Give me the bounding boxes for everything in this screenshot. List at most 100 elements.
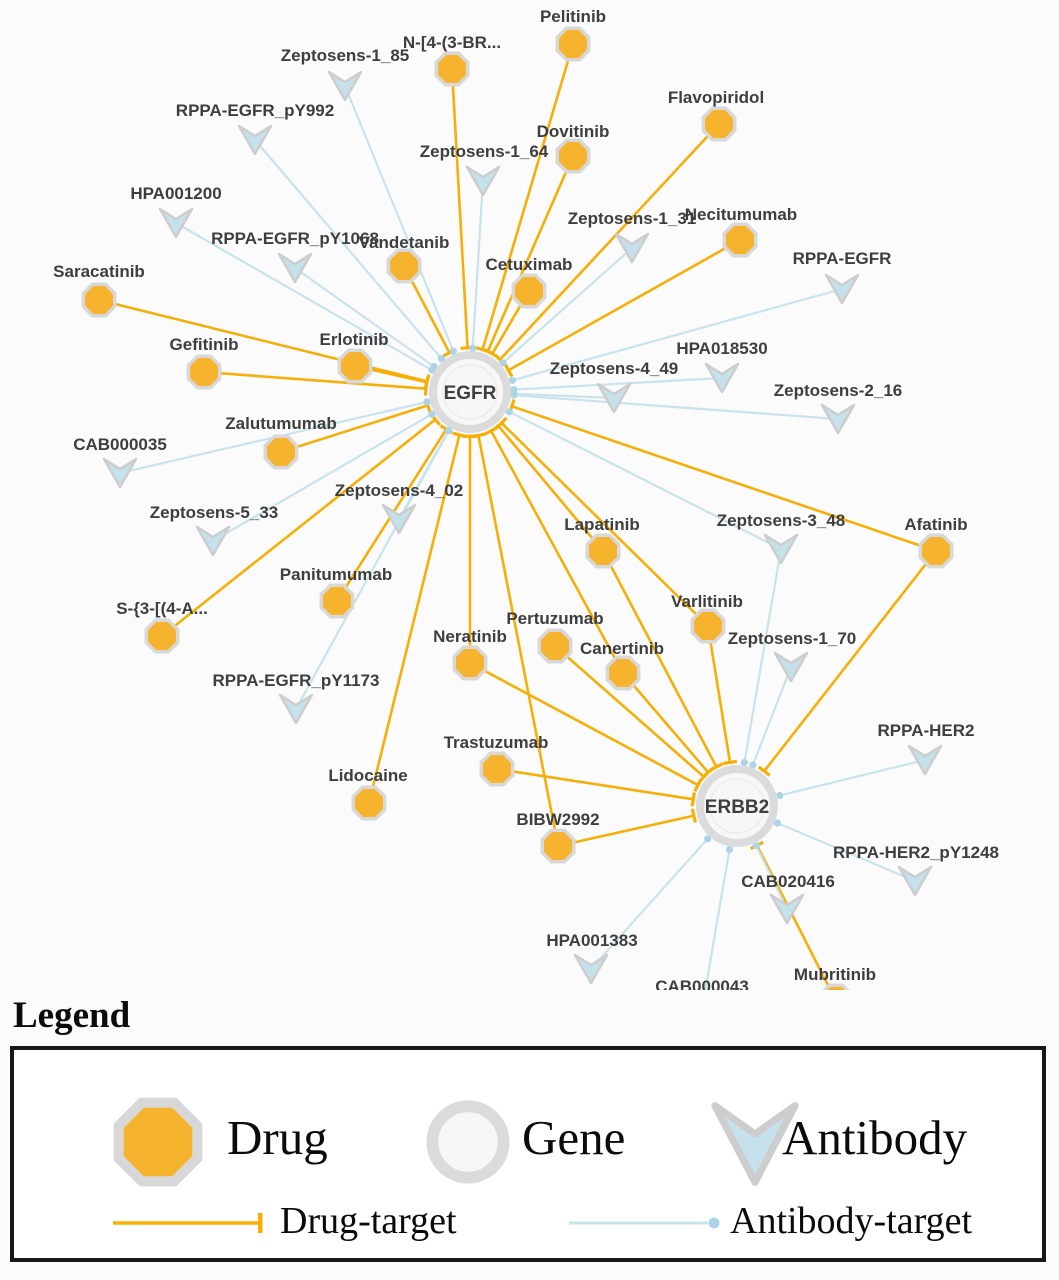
labels-layer: PelitinibN-[4-(3-BR...DovitinibFlavopiri… — [53, 7, 999, 990]
antibody-node[interactable] — [158, 207, 194, 239]
antibody-node[interactable] — [278, 693, 314, 725]
drug-node-label: S-{3-[(4-A... — [116, 599, 208, 618]
antibody-node[interactable] — [573, 953, 609, 985]
antibody-node-label: HPA018530 — [676, 339, 767, 358]
drug-node[interactable] — [555, 138, 591, 174]
drug-target-edge — [495, 416, 709, 627]
antibody-target-edge — [508, 287, 843, 384]
drug-node[interactable] — [918, 533, 954, 569]
drug-node[interactable] — [319, 583, 355, 619]
drug-target-edge — [554, 645, 710, 784]
antibody-node-label: RPPA-EGFR_pY1173 — [213, 671, 380, 690]
legend-drug-target-label: Drug-target — [280, 1200, 457, 1242]
drug-target-edge — [496, 767, 696, 807]
drug-node-label: Gefitinib — [170, 335, 239, 354]
drug-target-edge — [601, 550, 724, 772]
drug-target-edge — [475, 43, 575, 354]
antibody-target-edge — [295, 427, 453, 710]
drug-node[interactable] — [434, 51, 470, 87]
drug-node-label: Mubritinib — [794, 965, 876, 984]
drug-node[interactable] — [585, 533, 621, 569]
gene-node-label: ERBB2 — [705, 797, 769, 818]
antibody-node[interactable] — [237, 124, 273, 156]
legend-title: Legend — [13, 995, 131, 1036]
antibody-node-label: RPPA-HER2 — [878, 721, 975, 740]
antibody-target-edge — [499, 247, 633, 367]
antibody-node-label: Zeptosens-4_02 — [335, 481, 464, 500]
drug-node-label: Varlitinib — [671, 592, 743, 611]
drug-node-label: Saracatinib — [53, 262, 145, 281]
antibody-node[interactable] — [824, 273, 860, 305]
drug-node[interactable] — [81, 282, 117, 318]
drug-target-edge — [203, 370, 429, 396]
antibody-node[interactable] — [907, 744, 943, 776]
drug-target-edge — [469, 661, 703, 793]
drug-node[interactable] — [144, 618, 180, 654]
drug-node-label: Zalutumumab — [225, 414, 336, 433]
gene-icon-circle — [426, 1100, 510, 1184]
drug-node[interactable] — [263, 434, 299, 470]
antibody-target-edge — [740, 548, 783, 767]
gene-node[interactable] — [696, 765, 778, 847]
antibody-node[interactable] — [897, 865, 933, 897]
drug-node-label: Flavopiridol — [668, 88, 764, 107]
drug-node[interactable] — [511, 273, 547, 309]
drug-target-edge — [622, 672, 715, 779]
antibody-node[interactable] — [465, 165, 501, 197]
drug-node-label: Vandetanib — [359, 233, 450, 252]
antibody-target-edge-icon — [569, 1217, 720, 1229]
antibody-target-edge — [343, 85, 457, 355]
drug-target-edge — [508, 399, 937, 553]
antibody-node[interactable] — [763, 533, 799, 565]
antibody-node[interactable] — [704, 362, 740, 394]
drug-node-label: Cetuximab — [486, 255, 573, 274]
antibody-node[interactable] — [381, 503, 417, 535]
drug-node-label: Dovitinib — [537, 122, 610, 141]
drug-node[interactable] — [690, 608, 726, 644]
drug-node[interactable] — [537, 628, 573, 664]
antibody-node[interactable] — [773, 651, 809, 683]
antibody-node-label: HPA001200 — [130, 184, 221, 203]
drug-target-edge — [161, 412, 441, 638]
antibody-node[interactable] — [820, 403, 856, 435]
legend-antibody-target-label: Antibody-target — [730, 1200, 973, 1242]
antibody-node[interactable] — [327, 70, 363, 102]
antibody-target-edge — [510, 376, 723, 394]
drug-target-edge — [98, 298, 431, 389]
drug-node[interactable] — [555, 26, 591, 62]
drug-node-label: Pertuzumab — [506, 609, 603, 628]
legend-antibody-label: Antibody — [782, 1110, 968, 1165]
antibody-target-edge — [773, 819, 916, 883]
drug-target-edge — [491, 420, 604, 552]
drug-node-label: Pelitinib — [540, 7, 606, 26]
drug-node[interactable] — [386, 248, 422, 284]
gene-node[interactable] — [429, 351, 511, 433]
antibody-node[interactable] — [195, 525, 231, 557]
drug-node[interactable] — [351, 785, 387, 821]
drug-node[interactable] — [605, 655, 641, 691]
antibody-target-edge — [510, 390, 615, 400]
antibody-node[interactable] — [102, 457, 138, 489]
gene-node-label: EGFR — [444, 383, 497, 404]
antibody-node[interactable] — [614, 232, 650, 264]
antibody-node-label: CAB000035 — [73, 435, 167, 454]
antibody-node[interactable] — [596, 382, 632, 414]
drug-node[interactable] — [186, 354, 222, 390]
antibody-target-edge — [590, 835, 712, 970]
drug-target-edge-icon — [113, 1213, 263, 1233]
drug-node[interactable] — [452, 645, 488, 681]
antibody-node[interactable] — [277, 252, 313, 284]
drug-node[interactable] — [337, 348, 373, 384]
antibody-target-edge — [469, 180, 485, 352]
drug-node[interactable] — [701, 106, 737, 142]
drug-node[interactable] — [479, 751, 515, 787]
antibody-target-edge — [749, 666, 793, 769]
drug-node-label: Trastuzumab — [444, 733, 549, 752]
drug-node[interactable] — [820, 983, 851, 990]
drug-node[interactable] — [540, 828, 576, 864]
antibody-node-label: RPPA-EGFR_pY992 — [176, 101, 334, 120]
drug-node[interactable] — [722, 222, 758, 258]
drug-node-label: Necitumumab — [685, 205, 797, 224]
drug-node-label: BIBW2992 — [516, 810, 599, 829]
antibody-node[interactable] — [769, 893, 805, 925]
